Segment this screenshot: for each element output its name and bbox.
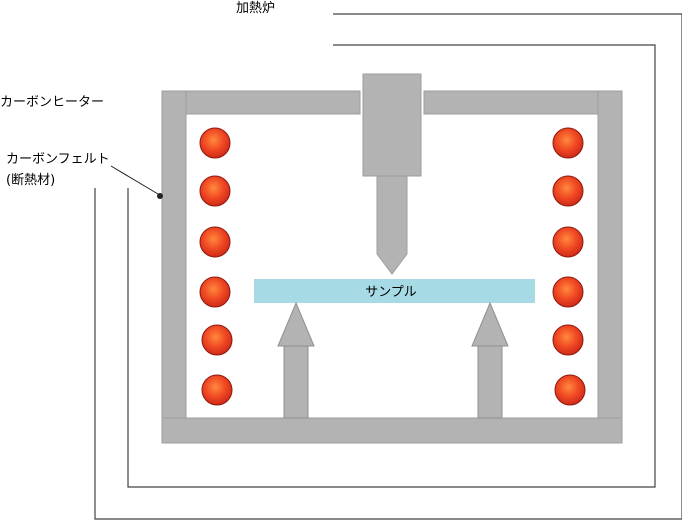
sample-plate: [254, 279, 535, 303]
felt-bottom: [161, 417, 623, 444]
heater-circle: [554, 374, 586, 406]
heater-circle: [199, 127, 231, 159]
furnace-outer-wall: [94, 13, 682, 520]
carbon-felt-box: [161, 90, 623, 444]
carbon-heaters-left: [199, 127, 233, 406]
felt-right-wall: [597, 90, 623, 444]
heater-circle: [552, 175, 584, 207]
support-arrows: [277, 301, 509, 419]
carbon-heaters-right: [552, 127, 586, 406]
heater-circle: [199, 226, 231, 258]
felt-top-left: [161, 90, 361, 115]
felt-left-wall: [161, 90, 187, 444]
felt-note-label: (断熱材): [6, 173, 55, 188]
heater-circle: [552, 324, 584, 356]
felt-leader-line: [110, 165, 159, 195]
heater-circle: [199, 175, 231, 207]
heater-circle: [201, 324, 233, 356]
support-arrow-left: [277, 301, 315, 419]
furnace-label: 加熱炉: [236, 1, 275, 16]
heater-label: カーボンヒーター: [0, 95, 104, 110]
heater-circle: [552, 276, 584, 308]
heater-circle: [552, 127, 584, 159]
top-probe: [362, 73, 422, 275]
sample-label: サンプル: [365, 285, 417, 300]
heater-circle: [199, 276, 231, 308]
heater-circle: [552, 226, 584, 258]
felt-leader-dot: [157, 193, 163, 199]
support-arrow-right: [471, 301, 509, 419]
heater-circle: [201, 374, 233, 406]
felt-top-right: [423, 90, 623, 115]
furnace-inner-wall: [127, 44, 656, 488]
felt-label: カーボンフェルト: [6, 152, 110, 167]
